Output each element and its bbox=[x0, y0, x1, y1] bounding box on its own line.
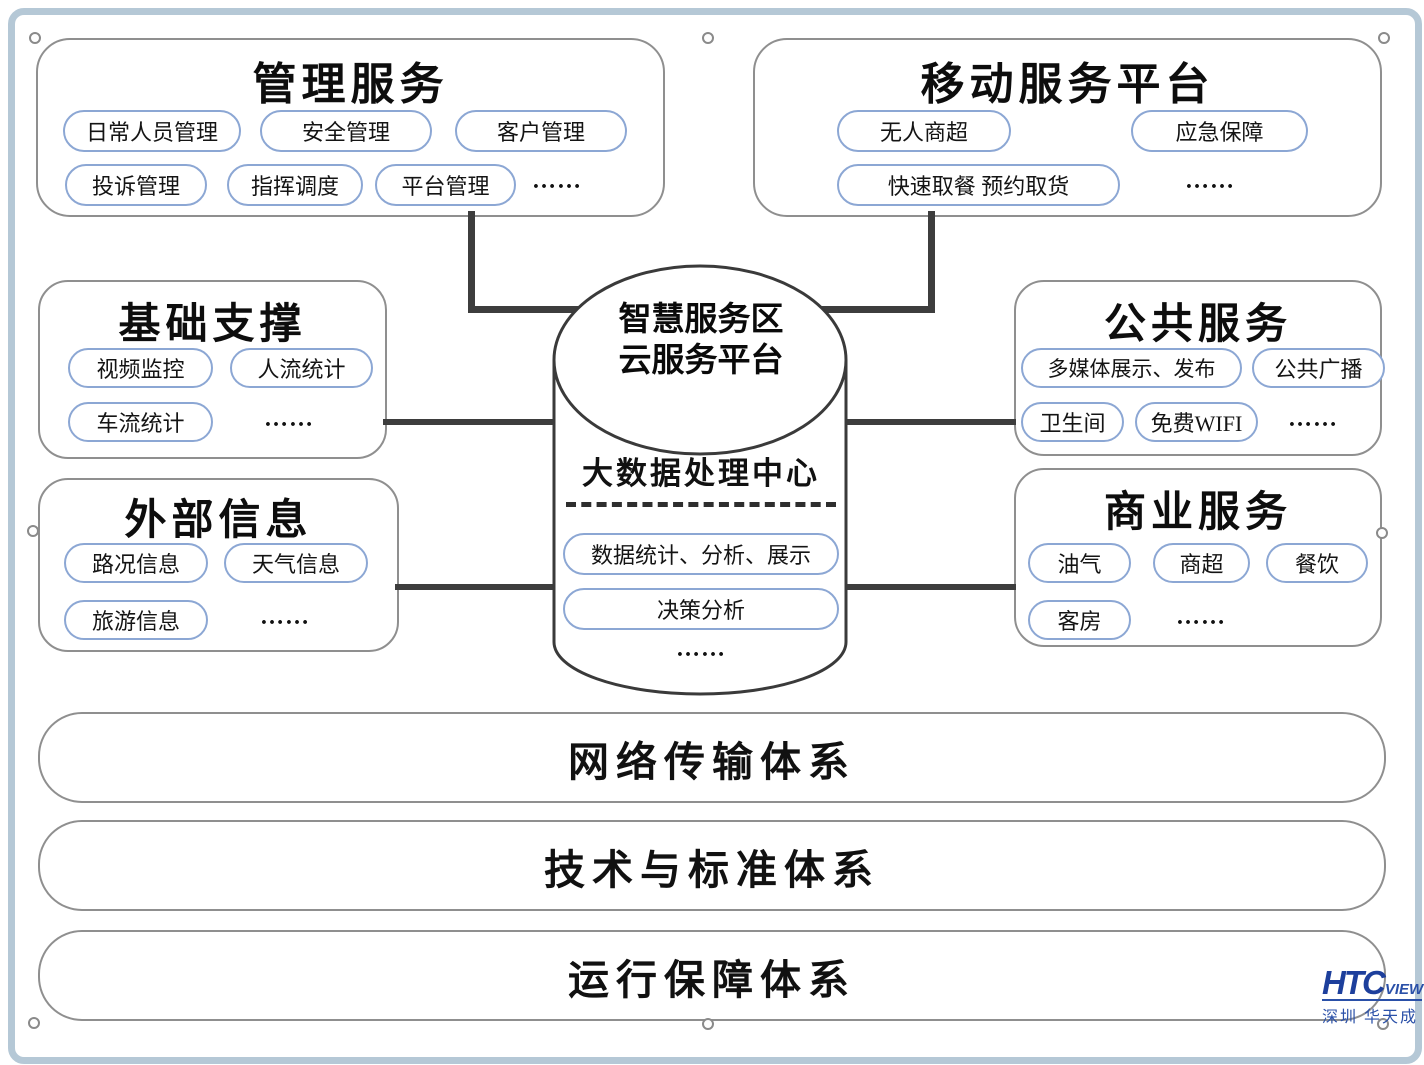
layer-operation-support: 运行保障体系 bbox=[38, 930, 1386, 1021]
ellipsis-basic: …… bbox=[264, 406, 314, 432]
selection-handle-bottom-center[interactable] bbox=[702, 1018, 714, 1030]
layer-tech-standards: 技术与标准体系 bbox=[38, 820, 1386, 911]
pill-traffic-info: 路况信息 bbox=[64, 543, 208, 583]
connector-management-vertical bbox=[468, 211, 475, 313]
pill-safety-mgmt: 安全管理 bbox=[260, 110, 432, 152]
selection-handle-left-middle[interactable] bbox=[27, 525, 39, 537]
pill-command-dispatch: 指挥调度 bbox=[227, 164, 363, 206]
ellipsis-public: …… bbox=[1288, 406, 1338, 432]
box-basic-title: 基础支撑 bbox=[118, 302, 307, 348]
layer-tech-label: 技术与标准体系 bbox=[544, 846, 880, 893]
ellipsis-mobile: …… bbox=[1185, 168, 1235, 194]
connector-mobile-vertical bbox=[928, 211, 935, 313]
selection-handle-top-right[interactable] bbox=[1378, 32, 1390, 44]
pill-emergency-support: 应急保障 bbox=[1131, 110, 1308, 152]
ellipsis-management: …… bbox=[532, 168, 582, 194]
layer-network-label: 网络传输体系 bbox=[568, 738, 856, 785]
layer-operation-label: 运行保障体系 bbox=[568, 956, 856, 1003]
selection-handle-bottom-right[interactable] bbox=[1377, 1018, 1389, 1030]
pill-customer-mgmt: 客户管理 bbox=[455, 110, 627, 152]
cylinder-title: 智慧服务区 云服务平台 bbox=[556, 298, 846, 381]
logo-brand-text: HTC bbox=[1322, 964, 1386, 1001]
connector-external bbox=[395, 584, 563, 590]
pill-tourism-info: 旅游信息 bbox=[64, 600, 208, 640]
selection-handle-top-center[interactable] bbox=[702, 32, 714, 44]
pill-complaint-mgmt: 投诉管理 bbox=[65, 164, 207, 206]
pill-platform-mgmt: 平台管理 bbox=[375, 164, 516, 206]
ellipsis-cylinder: …… bbox=[676, 636, 726, 662]
box-external-title: 外部信息 bbox=[124, 498, 313, 544]
box-public-title: 公共服务 bbox=[1103, 302, 1292, 348]
ellipsis-external: …… bbox=[260, 604, 310, 630]
cylinder-subtitle: 大数据处理中心 bbox=[582, 456, 820, 491]
box-mobile-title: 移动服务平台 bbox=[920, 60, 1215, 109]
htcview-logo: HTC view 深圳 华天成 bbox=[1322, 964, 1424, 1027]
pill-public-broadcast: 公共广播 bbox=[1252, 348, 1385, 388]
pill-decision-analysis: 决策分析 bbox=[563, 588, 839, 630]
logo-subtitle-text: 深圳 华天成 bbox=[1322, 1009, 1419, 1026]
cylinder-title-line1: 智慧服务区 bbox=[618, 300, 784, 337]
layer-network-transmission: 网络传输体系 bbox=[38, 712, 1386, 803]
connector-public bbox=[840, 419, 1016, 425]
ellipsis-commercial: …… bbox=[1176, 604, 1226, 630]
pill-daily-staff-mgmt: 日常人员管理 bbox=[63, 110, 241, 152]
connector-management-horizontal bbox=[468, 306, 586, 313]
box-management-title: 管理服务 bbox=[252, 60, 449, 109]
pill-quick-meal-pickup: 快速取餐 预约取货 bbox=[837, 164, 1120, 206]
pill-multimedia-display: 多媒体展示、发布 bbox=[1021, 348, 1242, 388]
pill-vehicle-flow-stats: 车流统计 bbox=[68, 402, 213, 442]
pill-supermarket: 商超 bbox=[1153, 543, 1250, 583]
connector-commercial bbox=[840, 584, 1016, 590]
selection-handle-bottom-left[interactable] bbox=[28, 1017, 40, 1029]
selection-handle-top-left[interactable] bbox=[29, 32, 41, 44]
connector-basic bbox=[383, 419, 563, 425]
box-commercial-title: 商业服务 bbox=[1103, 490, 1292, 536]
pill-oil-gas: 油气 bbox=[1028, 543, 1131, 583]
connector-mobile-horizontal bbox=[818, 306, 935, 313]
htcview-logo-wordmark: HTC view bbox=[1322, 964, 1424, 1001]
selection-handle-right-middle[interactable] bbox=[1376, 527, 1388, 539]
pill-people-flow-stats: 人流统计 bbox=[230, 348, 373, 388]
pill-weather-info: 天气信息 bbox=[224, 543, 368, 583]
pill-video-surveillance: 视频监控 bbox=[68, 348, 213, 388]
pill-data-stats-analysis: 数据统计、分析、展示 bbox=[563, 533, 839, 575]
pill-restroom: 卫生间 bbox=[1021, 402, 1124, 442]
pill-catering: 餐饮 bbox=[1266, 543, 1368, 583]
pill-unmanned-store: 无人商超 bbox=[837, 110, 1011, 152]
cylinder-title-line2: 云服务平台 bbox=[618, 341, 784, 379]
logo-suffix-text: view bbox=[1384, 981, 1424, 998]
pill-free-wifi: 免费WIFI bbox=[1135, 402, 1258, 442]
pill-guest-rooms: 客房 bbox=[1028, 600, 1131, 640]
cylinder-dashed-divider bbox=[566, 502, 836, 507]
